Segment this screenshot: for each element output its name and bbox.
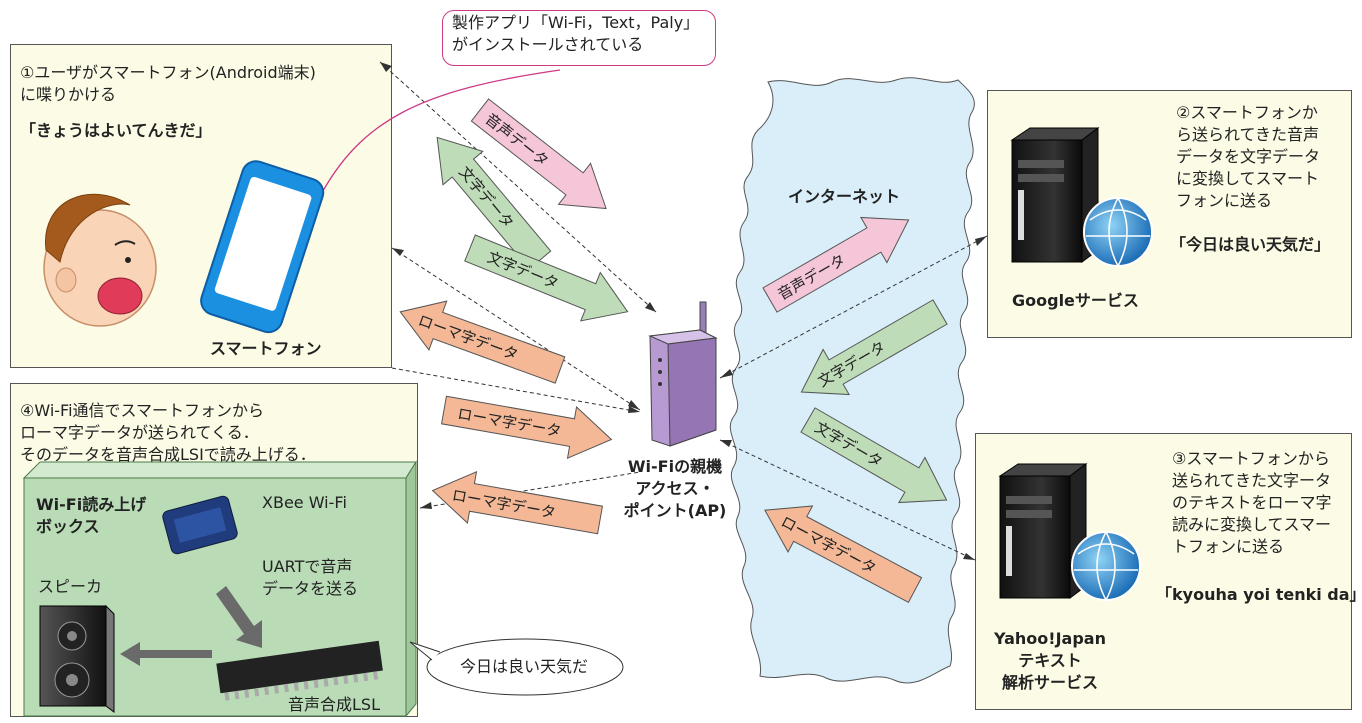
person-face-icon bbox=[43, 193, 157, 327]
google-desc-line2: ら送られてきた音声 bbox=[1176, 125, 1320, 144]
access-point-line3: ポイント(AP) bbox=[623, 501, 727, 520]
google-service-label: Googleサービス bbox=[1012, 291, 1139, 310]
smartphone-desc-line1: ①ユーザがスマートフォン(Android端末) bbox=[20, 63, 316, 82]
yahoo-desc-line1: ③スマートフォンから bbox=[1172, 449, 1330, 468]
wifi-box-desc-line2: ローマ字データが送られてくる． bbox=[20, 423, 259, 442]
access-point-line1: Wi-Fiの親機 bbox=[627, 457, 723, 476]
callout-connector bbox=[317, 69, 561, 201]
speech-bubble-text: 今日は良い天気だ bbox=[460, 657, 589, 676]
yahoo-desc-line5: トフォンに送る bbox=[1172, 537, 1285, 556]
app-callout-line2: がインストールされている bbox=[452, 35, 644, 54]
uart-label-line1: UARTで音声 bbox=[262, 557, 353, 576]
access-point-icon bbox=[648, 301, 718, 447]
yahoo-globe-icon bbox=[1071, 531, 1141, 601]
user-speech-text: 「きょうはよいてんきだ」 bbox=[20, 121, 212, 140]
wifi-box-desc-line1: ④Wi-Fi通信でスマートフォンから bbox=[20, 401, 265, 420]
speech-bubble bbox=[409, 638, 624, 696]
svg-text:文字データ: 文字データ bbox=[455, 163, 517, 232]
lsi-chip-icon bbox=[216, 640, 383, 701]
yahoo-service-line2: テキスト bbox=[1018, 651, 1082, 670]
arrow-romaji-1: ローマ字データ bbox=[399, 300, 566, 384]
google-desc-line5: フォンに送る bbox=[1176, 191, 1273, 210]
google-desc-line3: データを文字データ bbox=[1176, 147, 1321, 166]
wifi-box-side bbox=[405, 460, 417, 718]
smartphone-desc-line2: に喋りかける bbox=[20, 85, 117, 104]
smartphone-label: スマートフォン bbox=[210, 339, 322, 358]
uart-label-line2: データを送る bbox=[262, 579, 359, 598]
google-result: 「今日は良い天気だ」 bbox=[1170, 235, 1331, 254]
lsi-label: 音声合成LSL bbox=[288, 695, 380, 714]
app-callout bbox=[442, 10, 716, 66]
internet-label: インターネット bbox=[788, 187, 901, 206]
google-globe-icon bbox=[1083, 197, 1153, 267]
wifi-box-title-line1: Wi-Fi読み上げ bbox=[36, 495, 147, 514]
arrow-romaji-2: ローマ字データ bbox=[440, 395, 613, 459]
yahoo-desc-line4: 読みに変換してスマー bbox=[1172, 515, 1332, 534]
arrow-text-2: 文字データ bbox=[464, 234, 629, 322]
audio-flow-arrow bbox=[120, 642, 212, 666]
google-desc-line1: ②スマートフォンか bbox=[1176, 103, 1318, 122]
speaker-label: スピーカ bbox=[38, 577, 103, 596]
access-point-line2: アクセス・ bbox=[635, 479, 715, 498]
yahoo-service-line3: 解析サービス bbox=[1001, 673, 1098, 692]
internet-cloud bbox=[729, 77, 975, 684]
app-callout-line1: 製作アプリ「Wi-Fi，Text，Paly」 bbox=[452, 13, 700, 32]
yahoo-desc-line3: のテキストをローマ字 bbox=[1172, 493, 1332, 512]
xbee-label: XBee Wi-Fi bbox=[262, 493, 347, 512]
google-desc-line4: に変換してスマート bbox=[1176, 169, 1320, 188]
speaker-icon bbox=[39, 604, 115, 713]
uart-flow-arrow bbox=[216, 586, 262, 648]
yahoo-result: 「kyouha yoi tenki da」 bbox=[1156, 585, 1362, 604]
xbee-module-icon bbox=[162, 495, 238, 555]
wifi-box-title-line2: ボックス bbox=[36, 517, 100, 536]
yahoo-service-line1: Yahoo!Japan bbox=[994, 629, 1106, 648]
wifi-box-desc-line3: そのデータを音声合成LSIで読み上げる． bbox=[20, 445, 316, 464]
dash-arrowheads bbox=[380, 62, 987, 560]
yahoo-desc-line2: 送られてきた文字ータ bbox=[1172, 471, 1332, 490]
arrow-romaji-3: ローマ字データ bbox=[431, 471, 604, 535]
smartphone-icon bbox=[200, 160, 325, 334]
